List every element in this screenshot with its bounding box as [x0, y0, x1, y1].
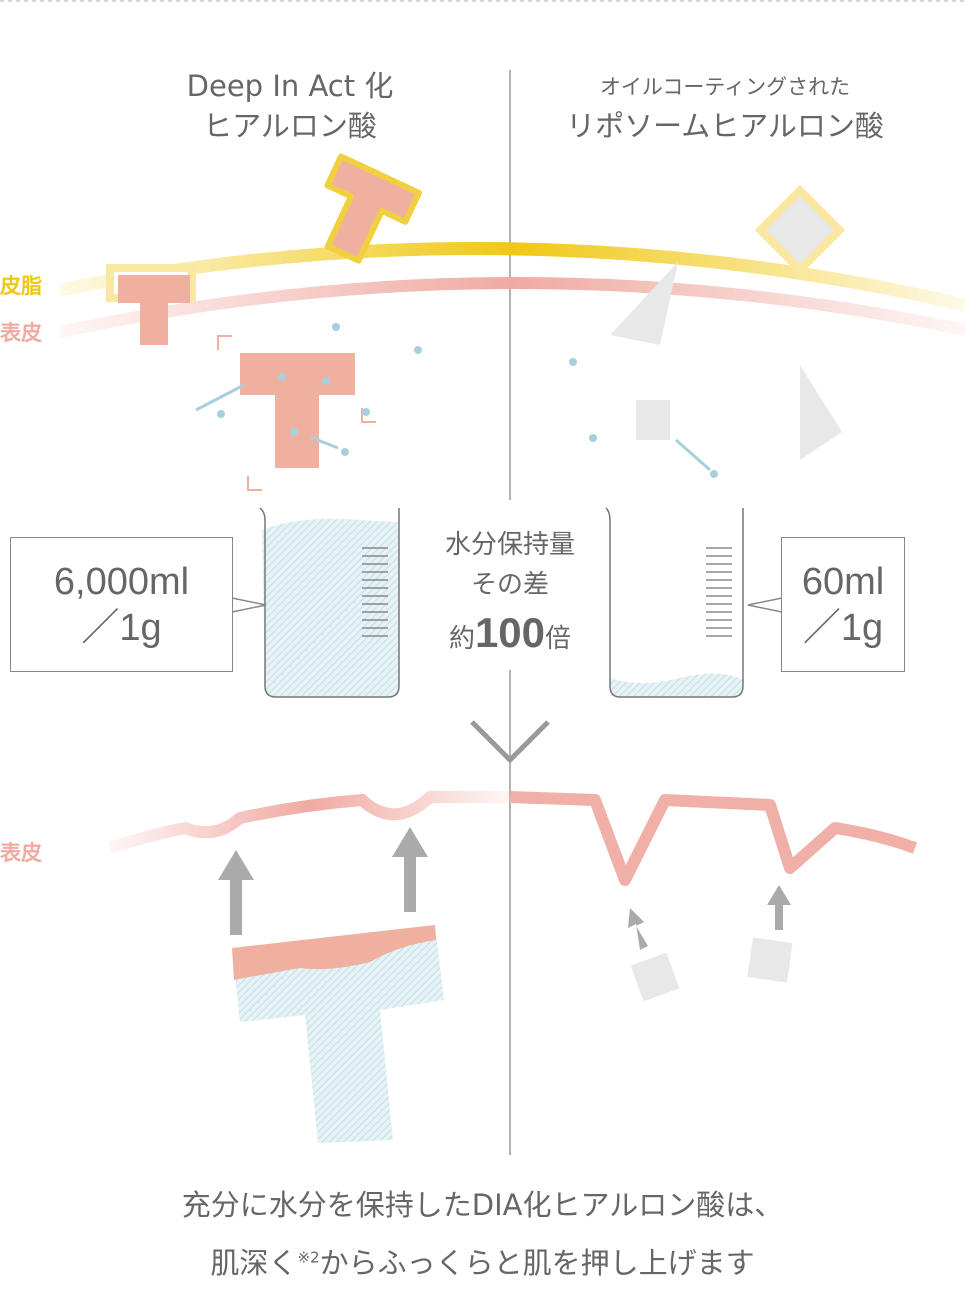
dia-molecule-surface [106, 264, 196, 345]
right-amount-callout: 60ml ／1g [781, 537, 905, 672]
left-amount-callout: 6,000ml ／1g [10, 537, 233, 672]
liposome-bottom-2 [747, 937, 793, 983]
epidermis-bottom-right [509, 791, 918, 886]
epidermis-layer [58, 277, 965, 338]
comparison-line1: 水分保持量 [444, 530, 575, 560]
epidermis-label: 表皮 [0, 321, 42, 345]
liposome-small [636, 400, 670, 440]
liposome-bottom-1 [630, 952, 680, 1002]
dia-molecule-expanded [232, 925, 444, 1143]
comparison-text: 水分保持量 その差 約100倍 [420, 525, 600, 667]
comparison-line2: その差 [470, 570, 549, 600]
push-arrows [218, 827, 791, 950]
footer-line2-a: 肌深く [210, 1246, 298, 1280]
comparison-number: 100 [474, 609, 546, 656]
comparison-suffix: 倍 [545, 624, 572, 654]
beaker-right [605, 507, 744, 698]
right-title-line2: リポソームヒアルロン酸 [566, 109, 884, 143]
epidermis-bottom-label: 表皮 [0, 841, 42, 865]
beaker-left [259, 507, 400, 698]
left-title-line2: ヒアルロン酸 [203, 109, 377, 143]
dia-molecule-swelling [240, 353, 355, 468]
right-title-line1: オイルコーティングされた [599, 75, 851, 99]
footer-line2: 肌深く※2からふっくらと肌を押し上げます [0, 1240, 965, 1282]
comparison-prefix: 約 [448, 624, 475, 654]
sebum-label: 皮脂 [0, 274, 42, 298]
left-title: Deep In Act 化 ヒアルロン酸 [150, 66, 430, 146]
footnote-marker: ※2 [297, 1248, 320, 1267]
right-per: ／1g [802, 607, 884, 649]
left-title-line1: Deep In Act 化 [186, 69, 394, 103]
epidermis-bottom-left [108, 791, 510, 854]
right-title: オイルコーティングされた リポソームヒアルロン酸 [540, 72, 910, 150]
right-amount: 60ml [801, 561, 885, 603]
left-per: ／1g [81, 607, 162, 649]
left-amount: 6,000ml [53, 561, 190, 603]
chevron-down-icon [470, 720, 550, 764]
liposome-surface [754, 184, 846, 276]
footer-line2-b: からふっくらと肌を押し上げます [319, 1246, 755, 1280]
liposome-fragment [610, 262, 678, 345]
footer-line1: 充分に水分を保持したDIA化ヒアルロン酸は、 [181, 1188, 784, 1222]
dia-molecule-penetrating [324, 153, 422, 264]
